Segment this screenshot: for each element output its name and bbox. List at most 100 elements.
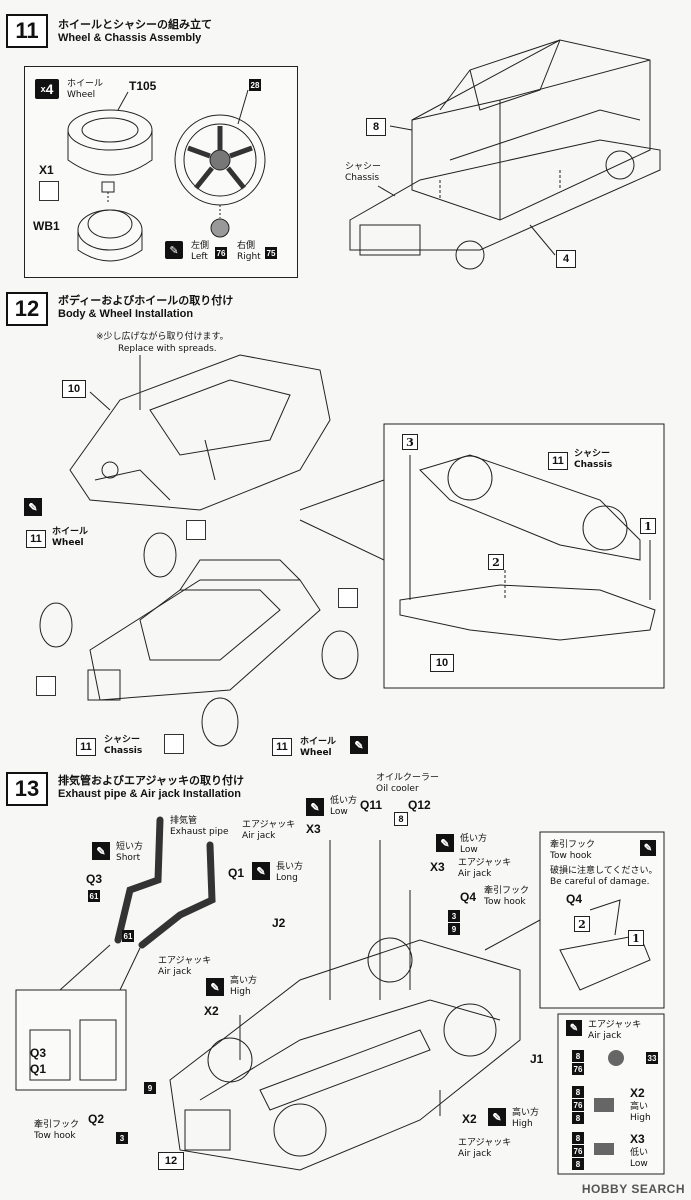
right-label-jp: 右側 [237, 241, 256, 251]
legend-8c: 8 [572, 1112, 584, 1124]
paint-code-left: 76 [215, 247, 227, 259]
towhook-label-en: Tow hook [484, 897, 526, 907]
spread-note-en: Replace with spreads. [118, 344, 217, 354]
part-wb1: WB1 [33, 219, 60, 233]
high-label-b-en: High [512, 1119, 533, 1129]
towhook-label-jp: 牽引フック [484, 886, 530, 896]
caution-icon-b [186, 520, 206, 540]
inset-brush-icon: ✎ [640, 840, 656, 856]
paint-3-a: 3 [448, 910, 460, 922]
legend-airjack-jp: エアジャッキ [588, 1020, 642, 1030]
inset-q1: Q1 [30, 1062, 47, 1076]
part-12-label: 12 [158, 1152, 184, 1170]
chassis-label-jp: シャシー [345, 162, 382, 172]
right-label-en: Right [237, 252, 261, 262]
part-x3-a: X3 [306, 822, 321, 836]
inset-part-10: 10 [430, 654, 454, 672]
legend-low-jp: 低い [630, 1148, 649, 1158]
inset-part-1: 1 [640, 518, 656, 534]
inset-part-2: 2 [488, 554, 504, 570]
left-label-jp: 左側 [191, 241, 210, 251]
step-12-title-jp: ボディーおよびホイールの取り付け [58, 294, 234, 307]
step-11-title-jp: ホイールとシャシーの組み立て [58, 18, 212, 31]
caution-icon-c [338, 588, 358, 608]
airjack-label-a-en: Air jack [242, 831, 276, 841]
inset-towhook-en: Tow hook [550, 851, 592, 861]
step-12-brush-icon-a: ✎ [24, 498, 42, 516]
legend-high-en: High [630, 1113, 651, 1123]
part-8-oil: 8 [394, 812, 408, 826]
step-12-number: 12 [6, 292, 48, 326]
step-13-title-en: Exhaust pipe & Air jack Installation [58, 788, 241, 800]
wheel-label-b-en: Wheel [300, 748, 332, 758]
wheel-label-b-jp: ホイール [300, 737, 337, 747]
step-11-title-en: Wheel & Chassis Assembly [58, 32, 202, 44]
wheel-label-a-jp: ホイール [52, 527, 89, 537]
low-label-b-en: Low [460, 845, 478, 855]
part-j1: J1 [530, 1052, 544, 1066]
long-label-en: Long [276, 873, 298, 883]
airjack-label-c-jp: エアジャッキ [158, 956, 212, 966]
airjack-label-a-jp: エアジャッキ [242, 820, 296, 830]
spread-note-jp: ※少し広げながら取り付けます。 [96, 332, 229, 342]
wheel-label-a-en: Wheel [52, 538, 84, 548]
wheel-part-11-b: 11 [272, 738, 292, 756]
inset-warn-jp: 破損に注意してください。 [550, 866, 658, 876]
low-label-a-en: Low [330, 807, 348, 817]
part-10-label: 10 [62, 380, 86, 398]
part-8-label: 8 [366, 118, 386, 136]
legend-8d: 8 [572, 1132, 584, 1144]
caution-icon-e [164, 734, 184, 754]
step-11-number: 11 [6, 14, 48, 48]
legend-high-jp: 高い [630, 1102, 649, 1112]
airjack-label-c-en: Air jack [158, 967, 192, 977]
airjack-label-d-jp: エアジャッキ [458, 1138, 512, 1148]
paint-9-a: 9 [448, 923, 460, 935]
legend-x2: X2 [630, 1086, 645, 1100]
legend-x3: X3 [630, 1132, 645, 1146]
inset-chassis-jp: シャシー [574, 449, 611, 459]
part-q3: Q3 [86, 872, 103, 886]
wheel-part-11-a: 11 [26, 530, 46, 548]
step-13-title-jp: 排気管およびエアジャッキの取り付け [58, 774, 245, 787]
brush-icon-high-a: ✎ [206, 978, 224, 996]
step-12-brush-icon-b: ✎ [350, 736, 368, 754]
step-13-number: 13 [6, 772, 48, 806]
inset-part-1-b: 1 [628, 930, 644, 946]
inset-q4: Q4 [566, 892, 583, 906]
legend-low-en: Low [630, 1159, 648, 1169]
legend-76c: 76 [572, 1145, 584, 1157]
long-label-jp: 長い方 [276, 862, 304, 872]
chassis-label-en: Chassis [345, 173, 380, 183]
inset-q3: Q3 [30, 1046, 47, 1060]
part-q4: Q4 [460, 890, 477, 904]
brush-icon-low-b: ✎ [436, 834, 454, 852]
inset-part-11: 11 [548, 452, 568, 470]
chassis-part-11: 11 [76, 738, 96, 756]
high-label-b-jp: 高い方 [512, 1108, 540, 1118]
part-x2-a: X2 [204, 1004, 219, 1018]
chassis-label-b-jp: シャシー [104, 735, 141, 745]
brush-icon-short: ✎ [92, 842, 110, 860]
part-x2-b: X2 [462, 1112, 477, 1126]
legend-76a: 76 [572, 1063, 584, 1075]
watermark: HOBBY SEARCH [581, 1182, 685, 1196]
brush-icon-long: ✎ [252, 862, 270, 880]
wheel-label-jp: ホイール [67, 79, 104, 89]
paint-9-b: 9 [144, 1082, 156, 1094]
paint-3-b: 3 [116, 1132, 128, 1144]
legend-airjack-en: Air jack [588, 1031, 622, 1041]
exhaust-label-en: Exhaust pipe [170, 827, 229, 837]
paint-code-right: 75 [265, 247, 277, 259]
inset-part-3: 3 [402, 434, 418, 450]
brush-icon-high-b: ✎ [488, 1108, 506, 1126]
part-q2: Q2 [88, 1112, 105, 1126]
airjack-label-b-en: Air jack [458, 869, 492, 879]
part-q1: Q1 [228, 866, 245, 880]
caution-icon-d [36, 676, 56, 696]
brush-icon-low-a: ✎ [306, 798, 324, 816]
